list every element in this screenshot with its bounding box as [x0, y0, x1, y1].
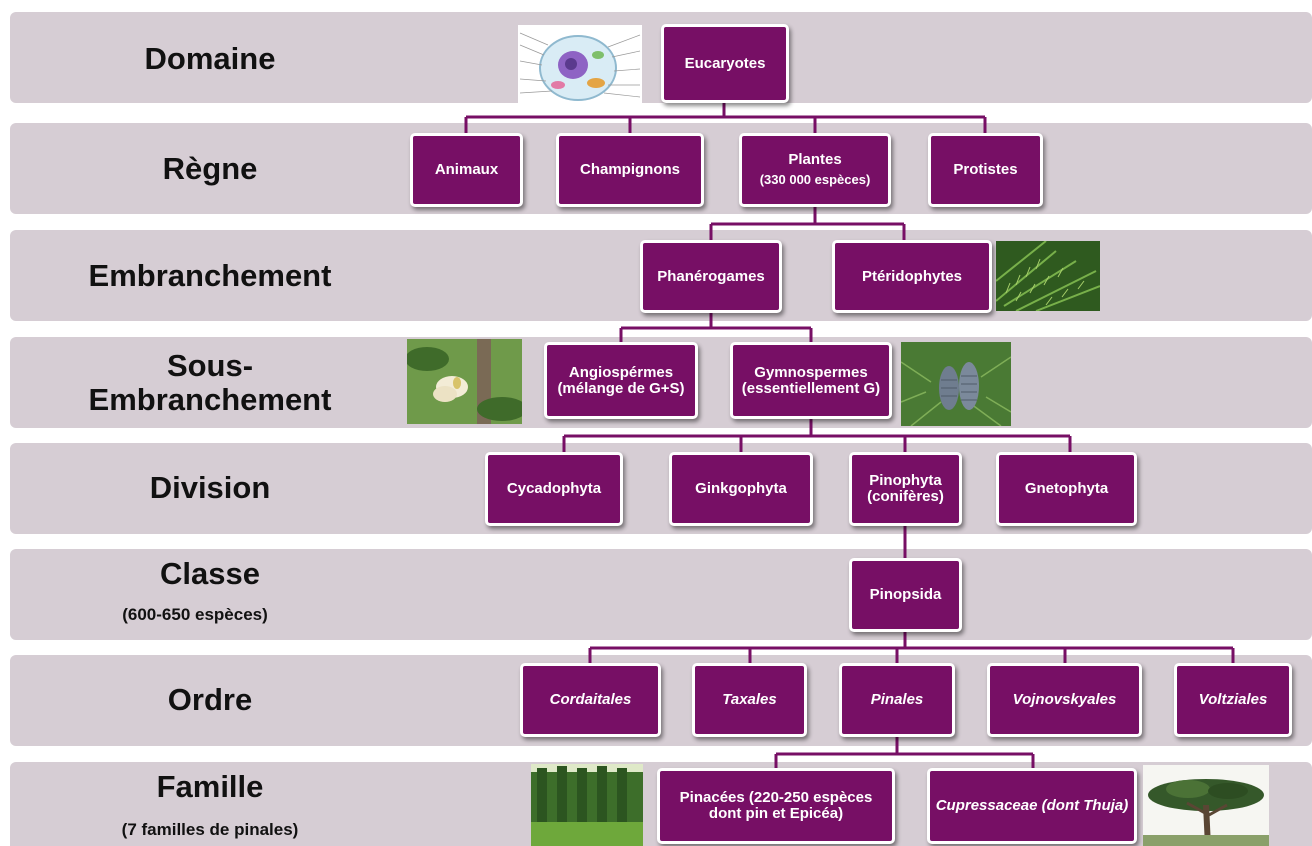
link-phanerogames: [619, 312, 813, 342]
node-pinacees: Pinacées (220-250 espèces dont pin et Ep…: [657, 768, 895, 844]
rank-sous-embranchement: Sous- Embranchement: [0, 349, 420, 417]
magnolia-flower-image: [407, 339, 522, 424]
node-angiospermes: Angiospérmes (mélange de G+S): [544, 342, 698, 419]
rank-domaine-label: Domaine: [144, 41, 276, 76]
node-plantes: Plantes (330 000 espèces): [739, 133, 891, 207]
rank-division-label: Division: [149, 470, 271, 505]
rank-sous-label-line2: Embranchement: [88, 382, 332, 417]
node-pinopsida: Pinopsida: [849, 558, 962, 632]
cypress-hedge-image: [531, 764, 643, 846]
rank-famille-note: (7 familles de pinales): [121, 820, 299, 839]
link-pinopsida: [588, 631, 1235, 663]
node-animaux: Animaux: [410, 133, 523, 207]
rank-sous-label-line1: Sous-: [166, 348, 254, 383]
node-taxales: Taxales: [692, 663, 807, 737]
band-classe: [10, 549, 1312, 640]
link-pinales: [774, 737, 1035, 770]
node-gymnospermes: Gymnospermes (essentiellement G): [730, 342, 892, 419]
rank-embranchement-label: Embranchement: [88, 258, 332, 293]
rank-ordre-label: Ordre: [167, 682, 253, 717]
node-gnetophyta: Gnetophyta: [996, 452, 1137, 526]
fir-cones-image: [901, 342, 1011, 426]
rank-famille: Famille (7 familles de pinales): [0, 770, 420, 840]
node-pinales: Pinales: [839, 663, 955, 737]
rank-classe: Classe (600-650 espèces): [0, 557, 420, 625]
node-protistes: Protistes: [928, 133, 1043, 207]
rank-embranchement: Embranchement: [0, 259, 420, 293]
rank-regne-label: Règne: [162, 151, 258, 186]
node-ginkgophyta: Ginkgophyta: [669, 452, 813, 526]
node-eucaryotes: Eucaryotes: [661, 24, 789, 103]
fern-image: [996, 241, 1100, 311]
node-plantes-note: (330 000 espèces): [759, 172, 871, 187]
cell-diagram-image: [518, 25, 642, 104]
node-phanerogames: Phanérogames: [640, 240, 782, 313]
rank-famille-label: Famille: [156, 769, 264, 804]
rank-domaine: Domaine: [0, 42, 420, 76]
node-cupressaceae: Cupressaceae (dont Thuja): [927, 768, 1137, 844]
rank-regne: Règne: [0, 152, 420, 186]
node-cordaitales: Cordaitales: [520, 663, 661, 737]
link-eucaryotes: [464, 103, 987, 133]
link-plantes: [709, 206, 906, 240]
umbrella-pine-image: [1143, 765, 1269, 846]
node-voltziales: Voltziales: [1174, 663, 1292, 737]
rank-classe-note: (600-650 espèces): [122, 605, 268, 624]
node-cycadophyta: Cycadophyta: [485, 452, 623, 526]
node-vojnovskyales: Vojnovskyales: [987, 663, 1142, 737]
node-pinophyta: Pinophyta (conifères): [849, 452, 962, 526]
node-pteridophytes: Ptéridophytes: [832, 240, 992, 313]
rank-division: Division: [0, 471, 420, 505]
link-gymnospermes: [562, 418, 1072, 452]
rank-classe-label: Classe: [160, 556, 260, 591]
rank-ordre: Ordre: [0, 683, 420, 717]
node-plantes-title: Plantes: [788, 151, 842, 168]
node-champignons: Champignons: [556, 133, 704, 207]
